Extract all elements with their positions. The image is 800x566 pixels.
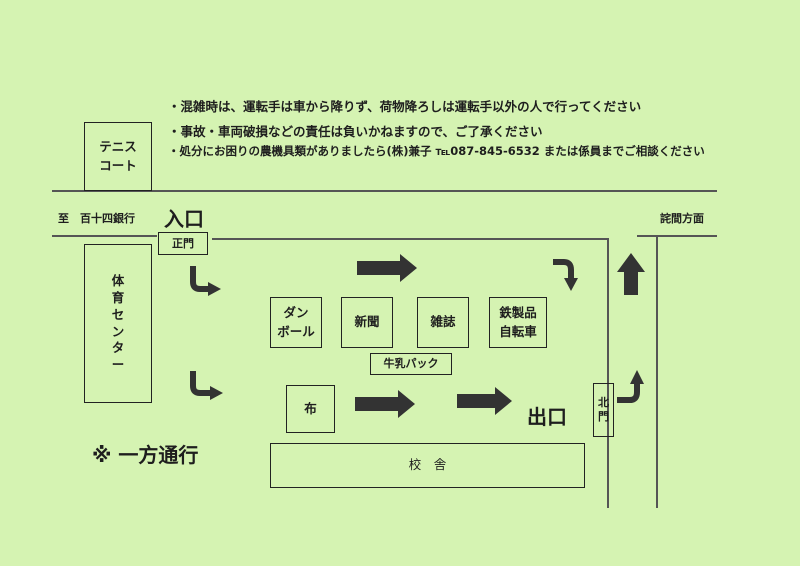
collection-point-metal-bicycle: 鉄製品 自転車 xyxy=(489,297,547,348)
road-east-inner xyxy=(607,238,609,508)
arrow-right-icon xyxy=(355,390,415,418)
entrance-label: 入口 xyxy=(164,207,204,231)
main-gate: 正門 xyxy=(158,232,208,255)
collection-point-cloth: 布 xyxy=(286,385,335,433)
school-building: 校 舎 xyxy=(270,443,585,488)
tennis-court: テニス コート xyxy=(84,122,152,191)
arrow-up-icon xyxy=(617,253,645,295)
road-south-edge-left xyxy=(52,235,157,237)
collection-point-magazine: 雑誌 xyxy=(417,297,469,348)
note-congestion: ・混雑時は、運転手は車から降りず、荷物降ろしは運転手以外の人で行ってください xyxy=(168,99,642,114)
collection-point-newspaper: 新聞 xyxy=(341,297,393,348)
road-south-edge-mid xyxy=(212,238,607,240)
road-north-edge xyxy=(52,190,717,192)
gym: 体 育 セ ン タ ー xyxy=(84,244,152,403)
collection-point-cardboard: ダン ボール xyxy=(270,297,322,348)
north-gate: 北 門 xyxy=(593,383,614,437)
destination-left: 至 百十四銀行 xyxy=(58,212,135,225)
arrow-turn-down-right-icon xyxy=(190,371,212,396)
destination-right: 詫間方面 xyxy=(660,212,704,225)
one-way-notice: ※ 一方通行 xyxy=(92,443,199,467)
collection-point-milk-carton: 牛乳パック xyxy=(370,353,452,375)
road-east-outer xyxy=(656,235,658,508)
exit-label: 出口 xyxy=(527,405,567,429)
arrow-turn-up-right-icon xyxy=(617,382,640,403)
road-south-edge-right xyxy=(637,235,717,237)
arrow-turn-right-down-icon xyxy=(553,259,574,280)
note-farm-equipment: ・処分にお困りの農機具類がありましたら(株)兼子 ℡087-845-6532 ま… xyxy=(168,144,705,158)
note-liability: ・事故・車両破損などの責任は負いかねますので、ご了承ください xyxy=(168,124,543,139)
arrow-right-icon xyxy=(457,387,512,415)
arrow-right-icon xyxy=(357,254,417,282)
arrow-turn-down-right-icon xyxy=(190,266,210,292)
